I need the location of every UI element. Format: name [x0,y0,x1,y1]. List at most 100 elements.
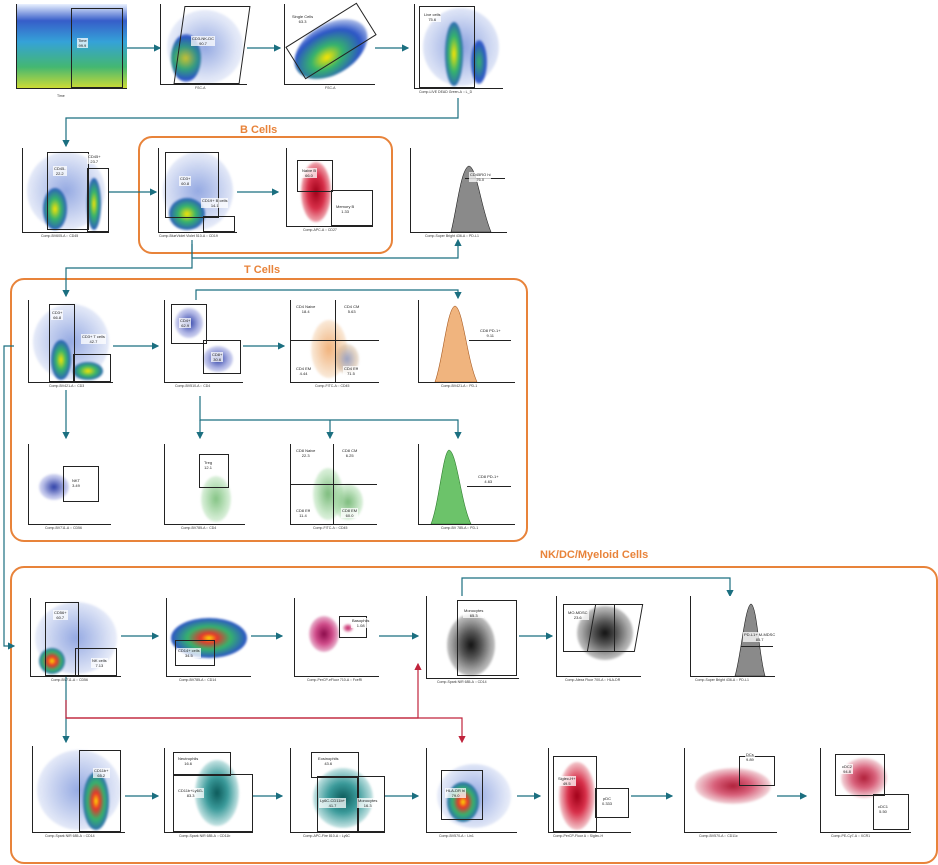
gate-pct: 99.9 [78,43,87,48]
t-cells-title: T Cells [244,264,281,276]
gate-text: 71.5 [347,371,355,376]
x-axis-label: Comp-BV510-A :: CD4 [175,384,211,388]
gate-label: CD4+62.9 [179,318,192,328]
gate-text: 16.6 [184,761,193,766]
gate-boundary [291,484,377,485]
gate-text: Eosinophils [318,756,339,761]
gate-text: 34.5 [184,653,193,658]
gate-text: 41.7 [328,803,337,808]
event-density [559,762,595,830]
x-axis-label: Comp-BV570-A :: Lin1 [439,834,474,838]
gate-boundary [873,794,909,830]
gate-text: CD8+ [212,352,223,357]
x-axis-label: Comp-Alexa Fluor 700-A :: HLA-DR [565,678,621,682]
gate-text: 66.8 [53,315,62,320]
gate-label: CD3+60.8 [179,176,192,186]
gate-text: 65.2 [97,773,106,778]
x-axis-label: Comp-APC-A :: CD27 [303,228,337,232]
gate-text: 79.0 [451,793,460,798]
gate-text: CD56+ [54,610,67,615]
gate-text: 5.63 [347,309,356,314]
event-density [471,40,487,84]
gate-text: CD8 EM [342,508,358,513]
plot-cd11b: CD11b+65.2 Comp-Spark NIR 685-A :: CD14 [32,746,125,838]
gate-label: Ly6C-CD11b+41.7 [319,798,347,808]
gate-boundary [87,168,109,232]
gate-text: Monocytes [464,608,484,613]
gate-text: CD45- [54,166,66,171]
gate-text: NK cells [92,658,107,663]
x-axis-label: Comp-BV421-A :: PD-1 [441,384,478,388]
plot-pd1-hist-cd8: CD8 PD-1+4.63 Comp-BV 785-A :: PD-1 [418,444,515,530]
gate-boundary [311,752,359,778]
x-axis-label: Comp-FITC-A :: CD45 [315,384,350,388]
gate-text: 4.44 [299,371,308,376]
gate-pct: 90.7 [199,41,207,46]
gate-text: Siglec-H+ [558,776,576,781]
gate-text: CD11b+Ly6G- [178,788,204,793]
gate-boundary [441,770,483,820]
gate-text: Monocytes [358,798,378,803]
gate-boundary [49,304,75,382]
gate-name: Single Cells [292,14,314,19]
event-density [695,768,771,804]
gate-text: 66.0 [305,173,313,178]
gate-boundary [165,152,219,218]
x-axis-label: Comp-Spark NIR 685-A :: CD14 [437,680,487,684]
gate-text: 85.7 [755,637,764,642]
event-density [39,648,65,674]
plot-pd1-hist-cd4: CD8 PD-1+9.11 Comp-BV421-A :: PD-1 [418,300,515,388]
gate-text: 1.08 [356,623,365,628]
gate-label: CD8+30.6 [211,352,224,362]
x-axis-label: Comp-Super Bright 436-A :: PD-L1 [425,234,479,238]
gate-text: CD4 Naive [296,304,316,309]
gate-boundary [75,648,117,676]
event-density [83,772,109,830]
gate-text: 5.50 [879,809,887,814]
histogram [450,165,492,232]
event-density [51,340,71,380]
gate-label: CD56+60.7 [53,610,68,620]
gate-boundary [173,752,231,776]
gate-boundary [595,788,629,818]
x-axis-label: Comp-Super Bright 436-A :: PD-L1 [695,678,749,682]
gate-text: 43.6 [324,761,333,766]
gate-boundary [739,756,775,786]
gate-text: 3.49 [72,483,80,488]
gate-text: CD4 Eff [344,366,358,371]
gate-text: 16.3 [363,803,372,808]
event-density [447,614,495,676]
gate-text: PD-L1+ M-MDSC [744,632,776,637]
gate-text: CD19+ B cells [202,198,228,203]
gate-boundary [586,604,644,652]
gate-boundary [203,216,235,232]
gate-text: CD4+ [180,318,191,323]
histogram [434,305,478,382]
histogram [430,449,472,524]
